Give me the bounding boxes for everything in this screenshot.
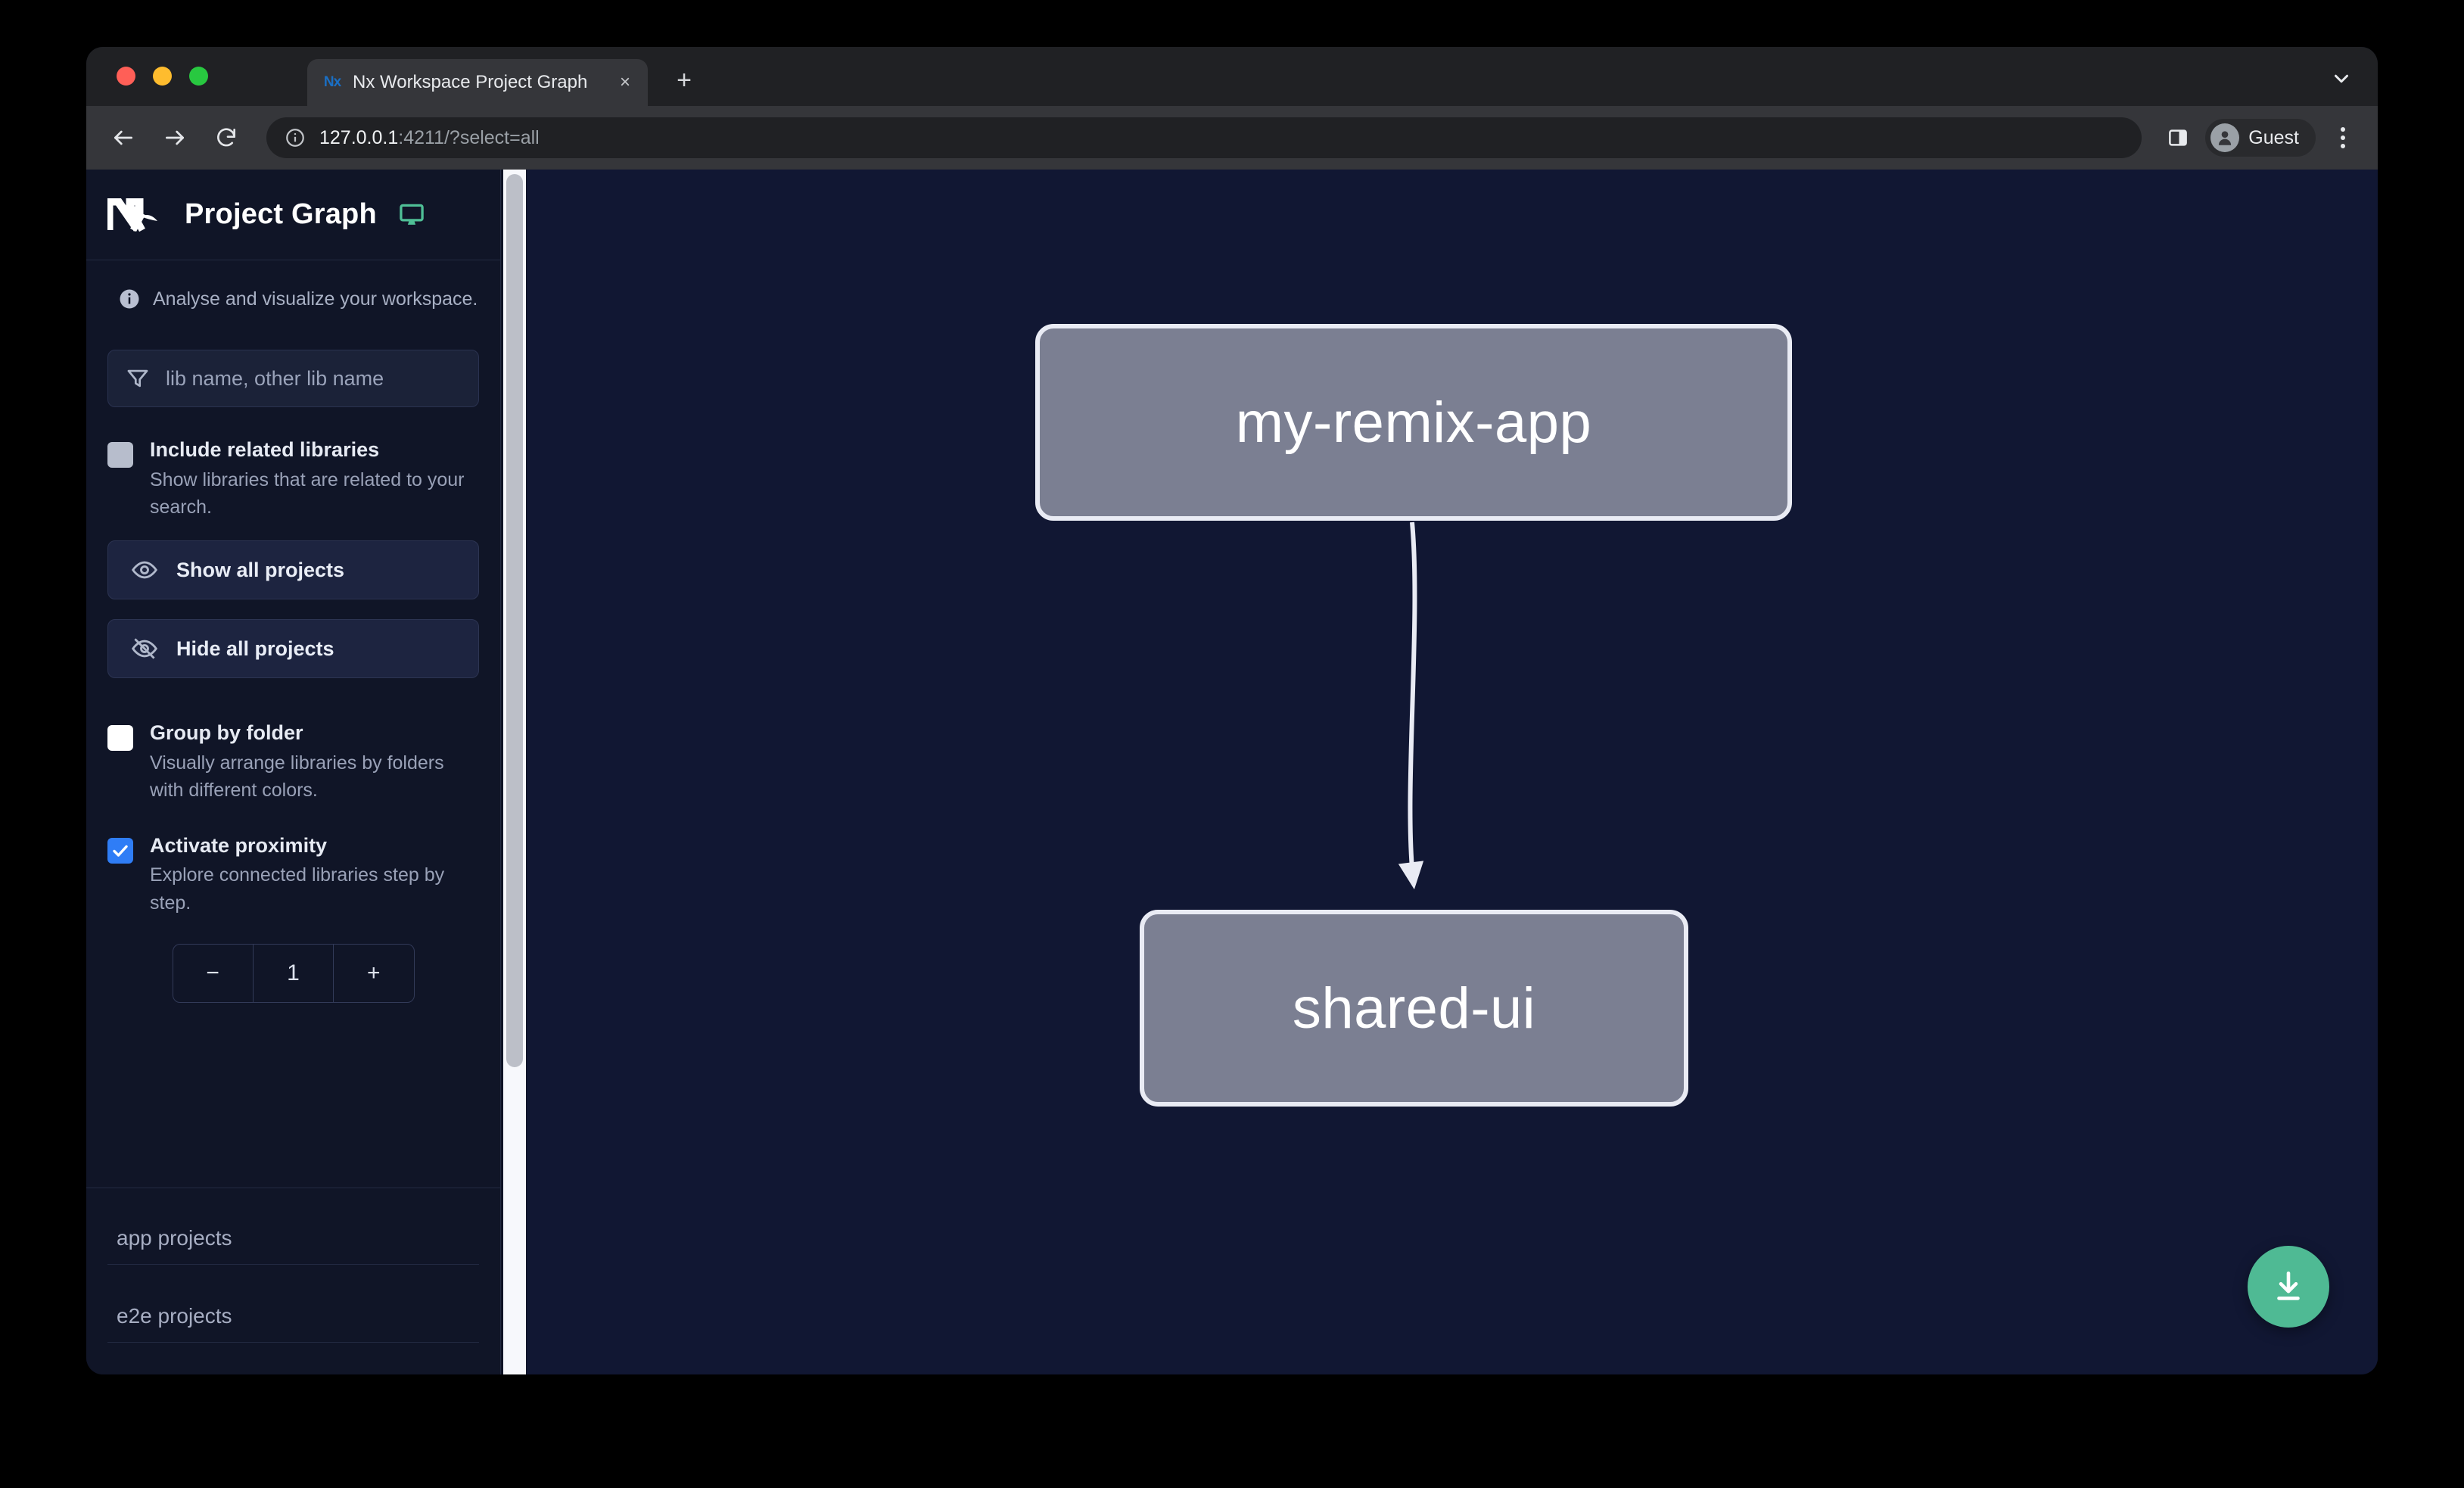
info-icon: [118, 288, 141, 310]
tab-list-button[interactable]: [2326, 64, 2357, 94]
monitor-icon[interactable]: [398, 201, 425, 229]
project-group-e2e-projects[interactable]: e2e projects: [107, 1297, 479, 1343]
tab-strip: Nx Nx Workspace Project Graph × +: [86, 47, 2378, 106]
toolbar-right-actions: Guest: [2163, 119, 2358, 157]
proximity-stepper: − 1 +: [172, 943, 415, 1003]
sidebar-scrollbar-thumb[interactable]: [506, 174, 523, 1067]
activate-proximity-checkbox[interactable]: [107, 837, 133, 864]
filter-field[interactable]: [107, 350, 479, 407]
nx-logo-icon: [107, 198, 163, 232]
group-by-folder-checkbox[interactable]: [107, 725, 133, 752]
graph-node-label: my-remix-app: [1235, 390, 1592, 455]
search-input[interactable]: [166, 366, 478, 391]
forward-button[interactable]: [157, 120, 192, 155]
app-page: Project Graph: [86, 170, 2378, 1374]
edge-my-remix-app-to-shared-ui: [1398, 521, 1424, 890]
sidebar-body: Analyse and visualize your workspace. In…: [86, 260, 500, 1188]
show-all-projects-label: Show all projects: [176, 558, 345, 581]
profile-button[interactable]: Guest: [2205, 119, 2316, 157]
option-activate-proximity[interactable]: Activate proximity Explore connected lib…: [107, 833, 479, 917]
address-bar[interactable]: 127.0.0.1:4211/?select=all: [266, 117, 2142, 158]
hide-all-projects-button[interactable]: Hide all projects: [107, 619, 479, 679]
graph-node-shared-ui[interactable]: shared-ui: [1140, 910, 1688, 1107]
url-host: 127.0.0.1: [319, 126, 399, 148]
option-include-related-libraries[interactable]: Include related libraries Show libraries…: [107, 437, 479, 521]
include-related-libraries-checkbox[interactable]: [107, 442, 133, 468]
url-path: :4211/?select=all: [398, 126, 540, 148]
sidebar-scrollbar[interactable]: [503, 170, 526, 1374]
back-button[interactable]: [106, 120, 141, 155]
forward-arrow-icon: [166, 130, 184, 145]
site-info-icon[interactable]: [285, 127, 306, 148]
maximize-window-button[interactable]: [189, 67, 208, 86]
graph-node-label: shared-ui: [1292, 976, 1536, 1041]
option-description: Explore connected libraries step by step…: [150, 864, 445, 914]
show-all-projects-button[interactable]: Show all projects: [107, 540, 479, 600]
workspace-hint-text: Analyse and visualize your workspace.: [153, 288, 478, 310]
url-text: 127.0.0.1:4211/?select=all: [319, 127, 540, 149]
graph-node-my-remix-app[interactable]: my-remix-app: [1035, 324, 1792, 521]
tab-title: Nx Workspace Project Graph: [353, 72, 588, 92]
chevron-down-icon: [2335, 74, 2348, 83]
window-controls: [117, 67, 208, 86]
side-panel-icon: [2169, 129, 2188, 146]
project-group-label: app projects: [117, 1226, 232, 1250]
check-icon: [113, 845, 128, 857]
minimize-window-button[interactable]: [153, 67, 172, 86]
close-tab-button[interactable]: ×: [619, 72, 630, 92]
browser-window: Nx Nx Workspace Project Graph × +: [86, 47, 2378, 1374]
sidebar: Project Graph: [86, 170, 526, 1374]
close-window-button[interactable]: [117, 67, 135, 86]
browser-menu-button[interactable]: [2328, 121, 2358, 154]
download-icon: [2277, 1272, 2300, 1300]
option-group-by-folder[interactable]: Group by folder Visually arrange librari…: [107, 721, 479, 804]
option-title: Group by folder: [150, 721, 303, 745]
option-title: Activate proximity: [150, 833, 328, 857]
sidebar-header: Project Graph: [86, 170, 500, 260]
back-arrow-icon: [114, 130, 132, 145]
option-description: Visually arrange libraries by folders wi…: [150, 752, 444, 802]
funnel-icon: [125, 366, 151, 391]
eye-slash-icon: [131, 635, 158, 662]
download-graph-button[interactable]: [2248, 1246, 2329, 1328]
project-graph-canvas[interactable]: my-remix-app shared-ui: [527, 170, 2378, 1374]
three-dot-menu-icon: [2341, 127, 2345, 132]
avatar: [2210, 123, 2240, 152]
option-title: Include related libraries: [150, 438, 380, 461]
page-title: Project Graph: [185, 198, 377, 230]
project-group-app-projects[interactable]: app projects: [107, 1219, 479, 1265]
browser-toolbar: 127.0.0.1:4211/?select=all Guest: [86, 106, 2378, 170]
side-panel-button[interactable]: [2163, 123, 2193, 153]
sidebar-footer: app projects e2e projects: [86, 1188, 500, 1374]
proximity-increment-button[interactable]: +: [367, 960, 381, 985]
reload-icon: [217, 128, 235, 147]
workspace-hint: Analyse and visualize your workspace.: [107, 260, 479, 310]
nx-favicon-icon: Nx: [323, 74, 341, 90]
browser-tab[interactable]: Nx Nx Workspace Project Graph ×: [307, 59, 648, 106]
person-icon: [2219, 131, 2232, 145]
proximity-value: 1: [252, 944, 334, 1002]
profile-label: Guest: [2248, 126, 2299, 148]
option-description: Show libraries that are related to your …: [150, 469, 465, 518]
hide-all-projects-label: Hide all projects: [176, 637, 334, 660]
new-tab-button[interactable]: +: [677, 65, 692, 95]
proximity-decrement-button[interactable]: −: [206, 960, 219, 985]
project-group-label: e2e projects: [117, 1304, 232, 1328]
eye-icon: [131, 556, 158, 584]
reload-button[interactable]: [209, 120, 244, 155]
